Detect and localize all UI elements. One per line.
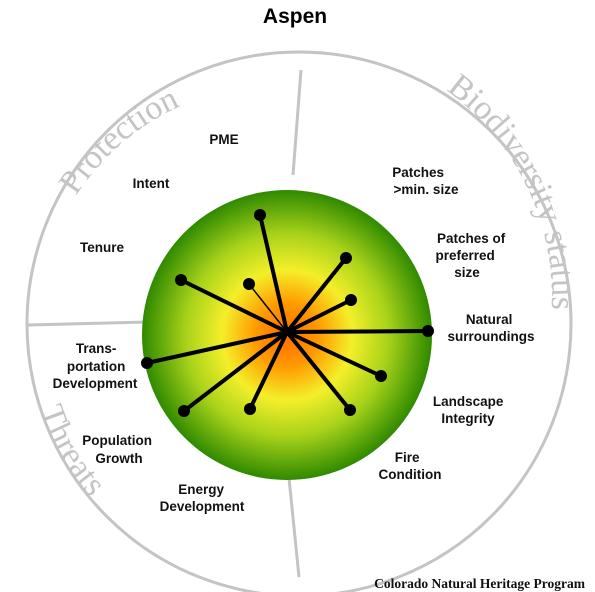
marker-energy-development [244,403,256,415]
spoke-pme [248,283,288,333]
diagram-title: Aspen [263,5,327,28]
spokes [145,213,430,413]
label-landscape-integrity: Landscape Integrity [433,394,507,426]
label-line: Natural [466,312,513,327]
label-transportation-development: Trans- portation Development [53,341,138,391]
spoke-natural-surroundings [285,329,430,334]
center-hub [283,328,291,336]
marker-natural-surroundings [422,325,434,337]
label-line: Condition [379,467,442,482]
label-tenure: Tenure [80,240,124,255]
label-line: Energy [178,482,224,497]
label-pme: PME [209,132,238,147]
label-energy-development: Energy Development [160,482,245,514]
spoke-population-growth [182,330,289,413]
label-line: Tenure [80,240,124,255]
marker-patches-min-size [340,252,352,264]
label-line: Trans- [76,341,117,356]
label-patches-min-size: Patches >min. size [392,165,459,197]
label-line: surroundings [448,329,535,344]
spoke-energy-development [248,330,289,411]
spoke-patches-preferred-size [285,298,353,334]
outer-ring [25,50,573,592]
label-line: Fire [395,450,420,465]
marker-transportation-development [141,357,153,369]
label-patches-preferred-size: Patches of preferred size [435,231,509,280]
spoke-fire-condition [285,330,352,412]
label-line: Development [53,376,138,391]
marker-tenure [175,274,187,286]
label-fire-condition: Fire Condition [379,450,442,482]
spoke-patches-min-size [285,256,348,334]
label-natural-surroundings: Natural surroundings [448,312,535,344]
label-line: Population [82,433,152,448]
marker-landscape-integrity [375,370,387,382]
marker-intent [254,209,266,221]
marker-pme [243,278,255,290]
label-line: PME [209,132,238,147]
divider-protection-biodiversity [291,69,303,176]
label-line: Development [160,499,245,514]
spoke-transportation-development [145,330,289,365]
label-line: Landscape [433,394,504,409]
divider-protection-threats [27,320,149,327]
marker-patches-preferred-size [345,294,357,306]
label-population-growth: Population Growth [82,433,156,466]
label-line: >min. size [394,182,459,197]
marker-population-growth [178,405,190,417]
spoke-intent [258,213,289,334]
spoke-landscape-integrity [285,330,383,378]
divider-biodiversity-threats [287,477,301,578]
label-line: Patches of [437,231,506,246]
spoke-tenure [179,278,289,334]
label-line: portation [67,359,126,374]
marker-fire-condition [344,404,356,416]
label-line: size [454,265,480,280]
label-line: Intent [133,176,170,191]
label-line: Patches [392,165,444,180]
label-line: Growth [95,451,142,466]
spoke-markers [141,209,434,417]
label-intent: Intent [133,176,170,191]
label-line: preferred [435,248,494,263]
credit-text: Colorado Natural Heritage Program [374,576,586,591]
label-line: Integrity [441,411,495,426]
